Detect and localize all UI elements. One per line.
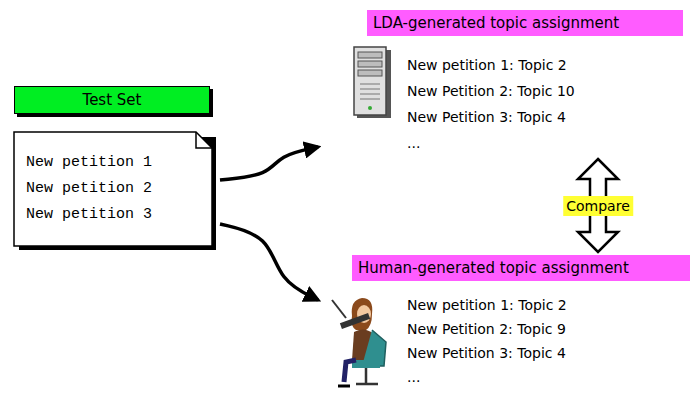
- petition-line: New petition 1: [26, 150, 200, 176]
- person-icon: [332, 298, 386, 386]
- petition-line: New petition 2: [26, 176, 200, 202]
- heading-band: LDA-generated topic assignment: [367, 10, 683, 36]
- result-line: ...: [407, 365, 690, 389]
- human-result-group: Human-generated topic assignmentNew peti…: [318, 255, 690, 389]
- set-title: Test Set: [23, 91, 201, 109]
- flow-arrow: [220, 147, 318, 180]
- test-document: New petition 1New petition 2New petition…: [14, 132, 212, 246]
- result-line: New petition 1: Topic 2: [407, 293, 690, 317]
- test-set-tab: Test Set: [14, 86, 210, 114]
- server-icon: [354, 47, 391, 118]
- document-fold: [196, 132, 212, 148]
- petition-line: New petition 3: [26, 202, 200, 228]
- flow-arrow: [220, 224, 318, 300]
- result-line: ...: [407, 130, 683, 156]
- heading-band: Human-generated topic assignment: [352, 255, 690, 281]
- result-line: New Petition 2: Topic 9: [407, 317, 690, 341]
- result-line: New Petition 3: Topic 4: [407, 104, 683, 130]
- result-line: New Petition 2: Topic 10: [407, 78, 683, 104]
- edge-label: Compare: [563, 196, 633, 216]
- lda-result-group: LDA-generated topic assignmentNew petiti…: [318, 10, 683, 156]
- result-line: New petition 1: Topic 2: [407, 52, 683, 78]
- result-line: New Petition 3: Topic 4: [407, 341, 690, 365]
- document-body: [14, 132, 212, 246]
